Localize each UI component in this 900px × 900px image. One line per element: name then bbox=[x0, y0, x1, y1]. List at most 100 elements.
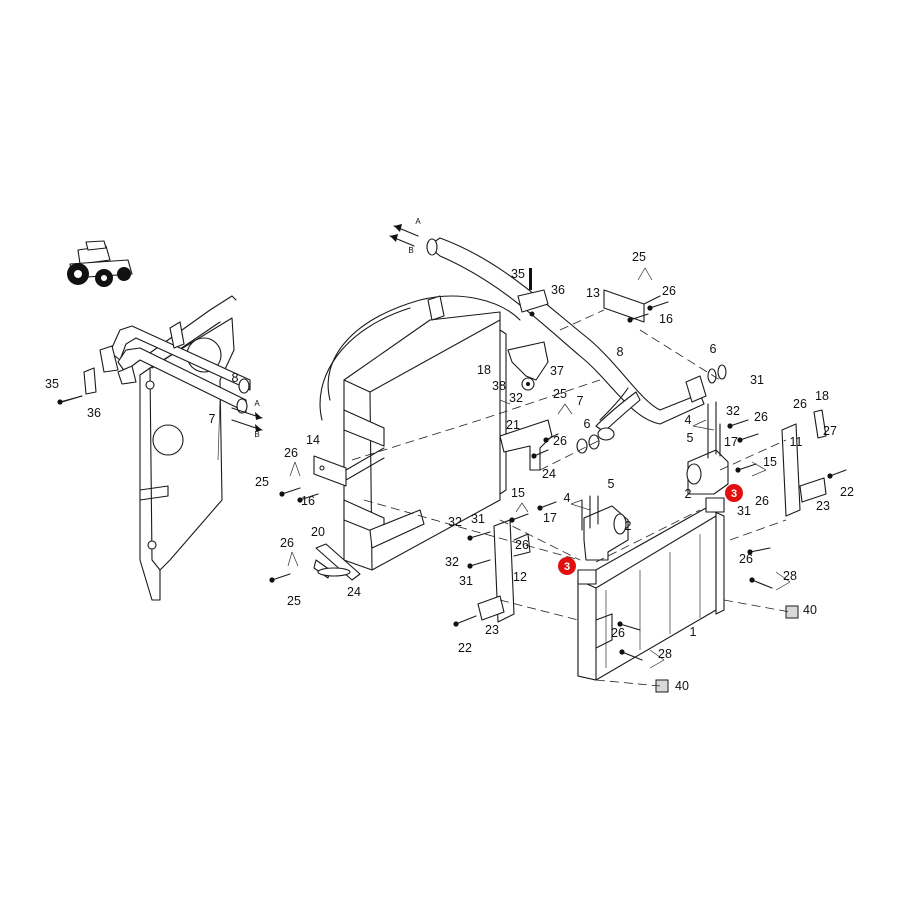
bolt-head bbox=[627, 317, 633, 323]
callout-35: 35 bbox=[511, 267, 525, 281]
left-coolant-tubes bbox=[61, 321, 251, 414]
callout-18: 18 bbox=[477, 363, 491, 377]
callout-26: 26 bbox=[553, 434, 567, 448]
callout-32: 32 bbox=[448, 515, 462, 529]
bolts-4 bbox=[581, 401, 721, 531]
o-rings-6 bbox=[576, 364, 727, 454]
bolt-head bbox=[57, 399, 63, 405]
callout-14: 14 bbox=[306, 433, 320, 447]
callout-11: 11 bbox=[790, 435, 803, 449]
callout-26: 26 bbox=[284, 446, 298, 460]
side-bracket-12 bbox=[477, 519, 531, 623]
callout-26: 26 bbox=[280, 536, 294, 550]
bracket-20 bbox=[313, 543, 361, 581]
callout-26: 26 bbox=[793, 397, 807, 411]
leader-lines bbox=[287, 267, 791, 669]
highlight-circle bbox=[725, 484, 743, 502]
callout-17: 17 bbox=[543, 511, 557, 525]
flow-arrows-left bbox=[231, 407, 263, 432]
callout-36: 36 bbox=[87, 406, 101, 420]
bolt-shaft bbox=[539, 501, 557, 509]
callout-5: 5 bbox=[608, 477, 615, 491]
callout-26: 26 bbox=[611, 626, 625, 640]
flow-label-a: A bbox=[254, 399, 260, 408]
callout-31: 31 bbox=[471, 512, 485, 526]
callout-25: 25 bbox=[287, 594, 301, 608]
callout-27: 27 bbox=[823, 424, 837, 438]
bolt-shaft bbox=[729, 419, 749, 427]
callout-26: 26 bbox=[515, 538, 529, 552]
bolt-shaft bbox=[281, 487, 301, 495]
bolt-head bbox=[727, 423, 733, 429]
bolt-shaft bbox=[271, 573, 291, 581]
callout-26: 26 bbox=[739, 552, 753, 566]
callout-26: 26 bbox=[755, 494, 769, 508]
callout-6: 6 bbox=[710, 342, 717, 356]
callout-6: 6 bbox=[584, 417, 591, 431]
callout-32: 32 bbox=[445, 555, 459, 569]
callout-13: 13 bbox=[586, 286, 600, 300]
bracket-13 bbox=[603, 289, 661, 323]
drain-plug-40 bbox=[655, 605, 799, 693]
bolt-shaft bbox=[455, 615, 477, 625]
highlight-circle bbox=[558, 557, 576, 575]
callout-24: 24 bbox=[542, 467, 556, 481]
assembly-lines bbox=[351, 309, 791, 687]
callout-7: 7 bbox=[577, 394, 584, 408]
bolt-shaft bbox=[469, 531, 491, 539]
callout-12: 12 bbox=[513, 570, 527, 584]
callout-31: 31 bbox=[459, 574, 473, 588]
highlight-badge-3[interactable]: 3 bbox=[725, 484, 743, 502]
callout-15: 15 bbox=[511, 486, 525, 500]
callout-4: 4 bbox=[564, 491, 571, 505]
bolt-head bbox=[647, 305, 653, 311]
flow-arrows-top bbox=[389, 224, 419, 247]
bolt-head bbox=[543, 437, 549, 443]
heat-exchanger-1 bbox=[577, 497, 725, 681]
bolt-shaft bbox=[829, 469, 847, 477]
bolt-head bbox=[735, 467, 741, 473]
bolt-shaft bbox=[739, 433, 759, 441]
bolt-shaft bbox=[59, 395, 83, 403]
callout-22: 22 bbox=[840, 485, 854, 499]
tractor-icon bbox=[67, 240, 133, 287]
callout-1: 1 bbox=[690, 625, 697, 639]
callout-32: 32 bbox=[509, 391, 523, 405]
callout-40: 40 bbox=[803, 603, 817, 617]
bolt-shaft bbox=[299, 493, 319, 501]
bolt-shaft bbox=[649, 301, 669, 309]
callout-26: 26 bbox=[662, 284, 676, 298]
callout-25: 25 bbox=[632, 250, 646, 264]
flow-label-b: B bbox=[408, 246, 413, 255]
highlight-number: 3 bbox=[564, 561, 570, 573]
bolt-shaft bbox=[621, 651, 643, 661]
bolt-head bbox=[467, 563, 473, 569]
bolt-head bbox=[279, 491, 285, 497]
callout-2: 2 bbox=[625, 519, 632, 533]
bolt-head bbox=[269, 577, 275, 583]
flow-label-b: B bbox=[254, 430, 259, 439]
callout-16: 16 bbox=[301, 494, 315, 508]
bolt-head bbox=[749, 577, 755, 583]
highlight-badge-3[interactable]: 3 bbox=[558, 557, 576, 575]
callout-36: 36 bbox=[551, 283, 565, 297]
bolt-head bbox=[297, 497, 303, 503]
callout-38: 38 bbox=[492, 379, 506, 393]
elbow-fitting-2-left bbox=[583, 505, 629, 561]
bolt-head bbox=[827, 473, 833, 479]
clamp-36 bbox=[517, 268, 549, 317]
bolt-shaft bbox=[619, 623, 641, 631]
callout-28: 28 bbox=[783, 569, 797, 583]
bolt-head bbox=[747, 549, 753, 555]
highlight-number: 3 bbox=[731, 488, 737, 500]
bracket-37 bbox=[507, 341, 549, 391]
fasteners bbox=[57, 301, 847, 661]
callout-20: 20 bbox=[311, 525, 325, 539]
callout-35: 35 bbox=[45, 377, 59, 391]
callout-37: 37 bbox=[550, 364, 564, 378]
bolt-shaft bbox=[469, 559, 491, 567]
bolt-head bbox=[467, 535, 473, 541]
callout-18: 18 bbox=[815, 389, 829, 403]
